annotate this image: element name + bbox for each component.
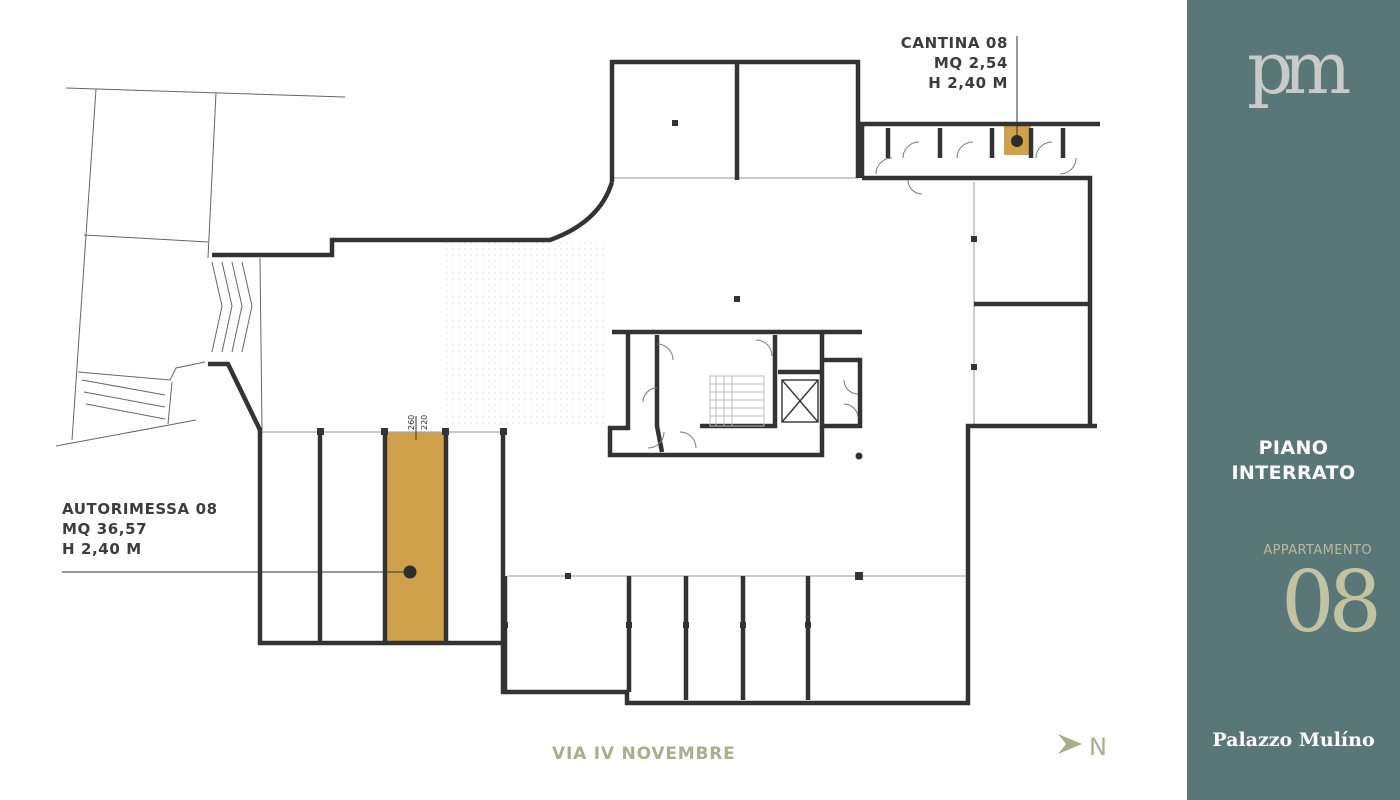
cantina-marker[interactable] [1011,135,1023,147]
floor-title-line2: INTERRATO [1231,462,1356,484]
floor-plan: 260 220 N [55,36,1107,761]
north-letter: N [1089,733,1107,761]
autorimessa-name: AUTORIMESSA 08 [62,500,218,518]
autorimessa-label: AUTORIMESSA 08 MQ 36,57 H 2,40 M [62,499,218,559]
pillars [317,120,977,628]
brand-name: Palazzo Mulíno [1212,729,1375,751]
dimension-260: 260 [407,415,416,430]
column-marker [855,452,863,460]
apartment-label: APPARTAMENTO [1263,543,1372,558]
lift-shaft [781,379,819,423]
adjacent-building-outline [55,87,346,447]
autorimessa-height: H 2,40 M [62,540,142,558]
apartment-number: 08 [1281,553,1382,651]
cantina-height: H 2,40 M [928,74,1008,92]
staircase [709,375,765,427]
walls [208,59,1100,706]
garage-marker[interactable] [403,565,417,579]
north-arrow-icon: N [1058,733,1107,761]
cantina-label: CANTINA 08 MQ 2,54 H 2,40 M [901,33,1008,93]
dimension-220: 220 [420,415,429,430]
opening-lines [262,177,975,577]
garage-highlight[interactable] [386,432,446,643]
floor-title: PIANO INTERRATO [1187,436,1400,486]
floor-title-line1: PIANO [1258,437,1329,459]
cantina-area: MQ 2,54 [933,54,1008,72]
dotted-area [446,240,608,426]
street-name: VIA IV NOVEMBRE [552,744,736,764]
sidebar: pm PIANO INTERRATO APPARTAMENTO 08 Palaz… [1187,0,1400,800]
logo-mark: pm [1247,26,1351,110]
cantina-name: CANTINA 08 [900,34,1008,52]
door-swings [642,141,1077,449]
autorimessa-area: MQ 36,57 [62,520,148,538]
